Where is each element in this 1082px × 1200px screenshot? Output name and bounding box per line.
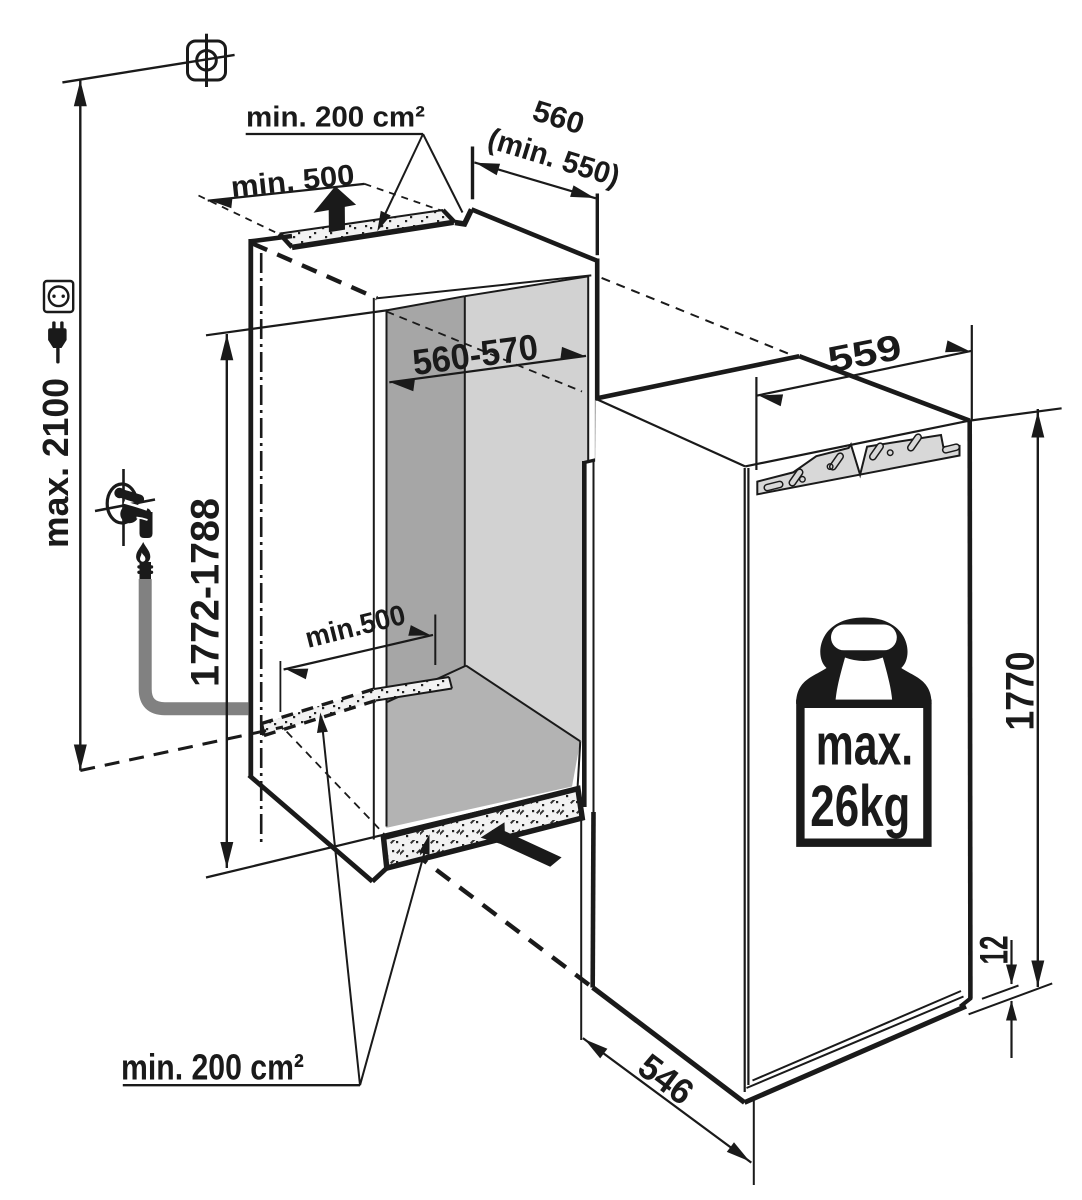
svg-text:1772-1788: 1772-1788 [184, 498, 228, 687]
svg-text:min. 200 cm²: min. 200 cm² [246, 102, 425, 134]
svg-text:1770: 1770 [999, 652, 1043, 731]
svg-text:max.: max. [816, 713, 914, 778]
svg-text:12: 12 [973, 936, 1017, 965]
svg-text:max. 2100: max. 2100 [35, 378, 76, 548]
svg-text:min. 200 cm²: min. 200 cm² [121, 1047, 304, 1088]
svg-text:26kg: 26kg [810, 774, 910, 839]
